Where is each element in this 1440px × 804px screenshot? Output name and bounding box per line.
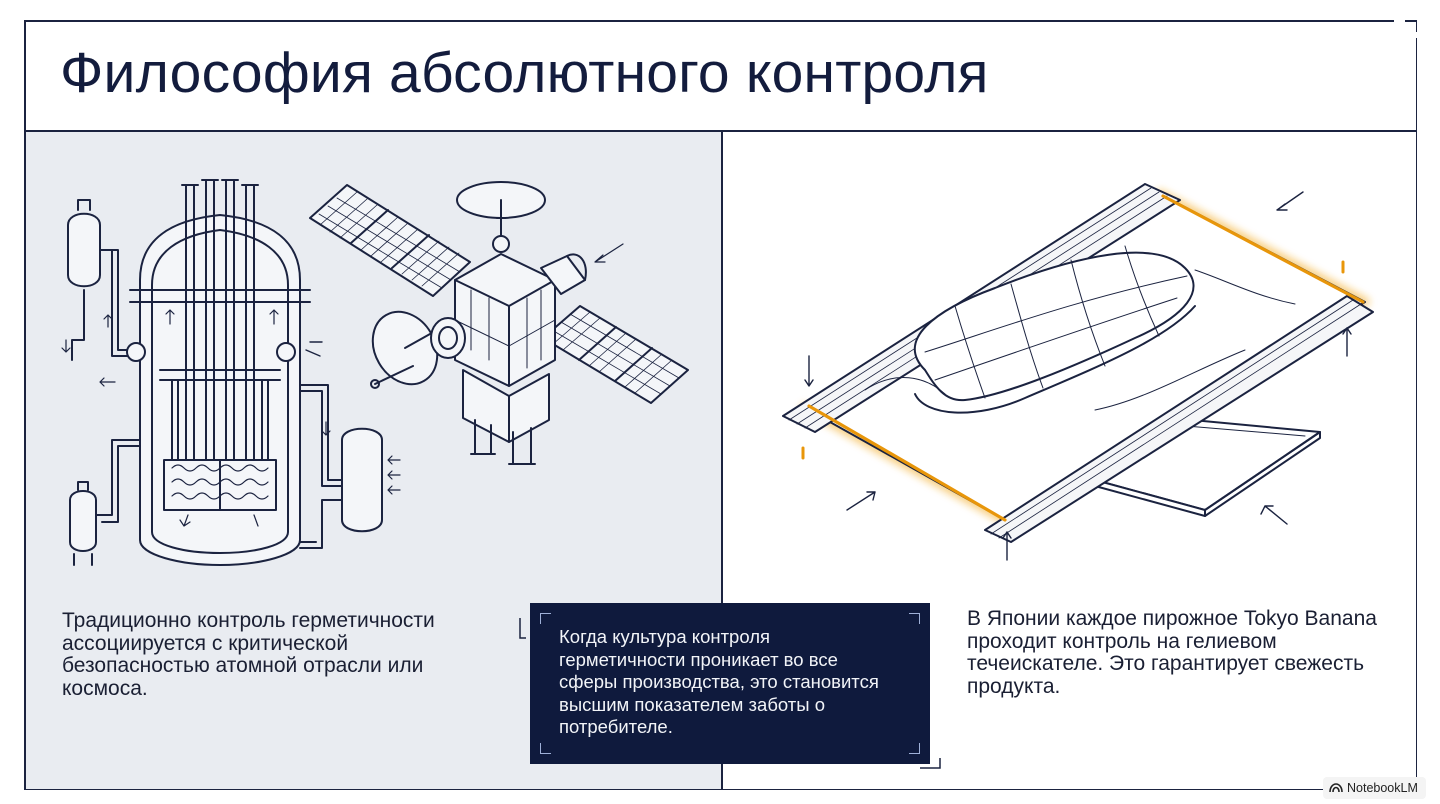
notebooklm-logo-icon bbox=[1329, 783, 1343, 793]
callout-corner-bottom-right bbox=[909, 743, 920, 754]
left-paragraph: Традиционно контроль герметичности ассоц… bbox=[62, 609, 435, 700]
sealed-package-illustration bbox=[782, 183, 1374, 561]
callout-offset-corners bbox=[519, 618, 941, 769]
callout-corner-top-right bbox=[909, 613, 920, 624]
title-divider bbox=[24, 130, 1417, 132]
callout-box: Когда культура контроля герметичности пр… bbox=[530, 603, 930, 764]
callout-text: Когда культура контроля герметичности пр… bbox=[559, 626, 879, 737]
satellite-illustration bbox=[309, 181, 689, 465]
notebooklm-watermark: NotebookLM bbox=[1323, 777, 1426, 799]
slide-frame bbox=[24, 20, 1417, 790]
center-divider bbox=[721, 131, 723, 789]
watermark-label: NotebookLM bbox=[1347, 781, 1418, 795]
slide-title: Философия абсолютного контроля bbox=[60, 41, 989, 105]
nuclear-reactor-illustration bbox=[61, 179, 401, 566]
callout-corner-bottom-left bbox=[540, 743, 551, 754]
callout-corner-top-left bbox=[540, 613, 551, 624]
right-paragraph: В Японии каждое пирожное Tokyo Banana пр… bbox=[967, 607, 1377, 698]
